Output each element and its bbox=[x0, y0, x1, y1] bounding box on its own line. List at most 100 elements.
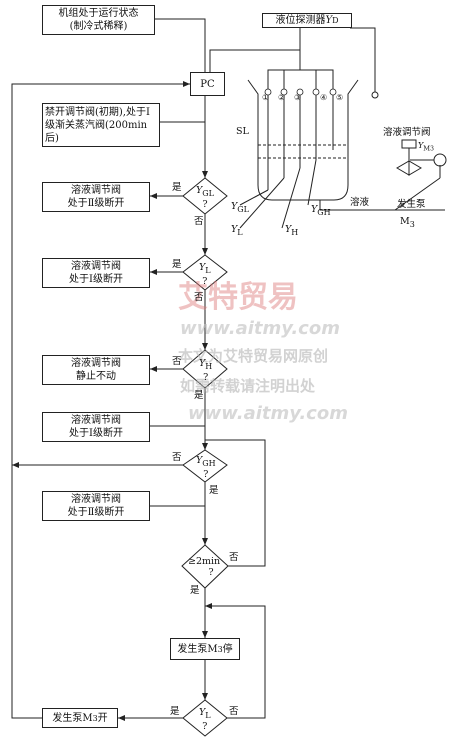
decision-d6-label: YL? bbox=[199, 707, 211, 732]
probe-label-1: ① bbox=[262, 93, 270, 102]
pump-start-tail: 开 bbox=[97, 712, 108, 724]
d6-no-label: 否 bbox=[229, 706, 239, 717]
d3-no-label: 否 bbox=[172, 356, 182, 367]
watermark-url2: www.aitmy.com bbox=[188, 403, 348, 424]
decision-d3 bbox=[182, 349, 228, 389]
pump-label: 发生泵 bbox=[397, 199, 426, 210]
action-box-5: 溶液调节阀 处于Ⅱ级断开 bbox=[42, 491, 150, 521]
pump-code-letter: M bbox=[400, 216, 410, 227]
d5-no-label: 否 bbox=[229, 552, 239, 563]
solution-label: 溶液 bbox=[350, 197, 370, 208]
d3-sub: H bbox=[205, 361, 213, 371]
d4-no-label: 否 bbox=[172, 452, 182, 463]
d6-q: ? bbox=[202, 720, 208, 732]
d1-no-label: 否 bbox=[194, 216, 204, 227]
d5-sym: ≥2min bbox=[188, 556, 221, 567]
decision-d2 bbox=[182, 254, 228, 291]
pump-stop-tail: 停 bbox=[222, 643, 233, 655]
watermark-line1: 本文为艾特贸易网原创 bbox=[178, 347, 329, 365]
probe-label-2: ② bbox=[278, 93, 286, 102]
pump-code: M3 bbox=[400, 216, 415, 230]
valve-label: 溶液调节阀 bbox=[383, 127, 431, 138]
d6-sub: L bbox=[205, 710, 211, 720]
d2-sym: Y bbox=[199, 262, 206, 273]
watermark-line2: 如需转载请注明出处 bbox=[180, 377, 316, 395]
connector-detector-pc bbox=[209, 28, 301, 72]
probe-label-5: ⑤ bbox=[336, 93, 344, 102]
pump-start-sub: 3 bbox=[92, 713, 98, 723]
pump-start-label: 发生泵M bbox=[52, 712, 93, 724]
d4-q: ? bbox=[203, 468, 209, 480]
decision-d5-label: ≥2min? bbox=[188, 556, 220, 578]
action-box-2: 溶液调节阀 处于Ⅰ级断开 bbox=[42, 258, 150, 288]
init-box: 禁开调节阀(初期),处于Ⅰ级渐关蒸汽阀(200min后) bbox=[42, 103, 160, 147]
d2-q: ? bbox=[202, 275, 208, 287]
decision-d1-label: YGL? bbox=[196, 185, 214, 210]
action-box-4: 溶液调节阀 处于Ⅰ级断开 bbox=[42, 412, 150, 442]
start-box: 机组处于运行状态 (制冷式稀释) bbox=[42, 5, 155, 35]
level-label-gh: YGH bbox=[311, 204, 331, 218]
connector-d5-no bbox=[205, 439, 266, 567]
sl-label: SL bbox=[236, 126, 249, 137]
detector-label: 液位探测器 bbox=[275, 15, 326, 26]
level-label-l: YL bbox=[231, 224, 243, 238]
connector-start-pc bbox=[155, 18, 206, 72]
watermark-brand: 艾特贸易 bbox=[178, 280, 298, 315]
level-h-sub: H bbox=[291, 227, 299, 237]
level-h-sym: Y bbox=[285, 224, 292, 235]
connector-return-loop bbox=[11, 83, 190, 719]
pump-code-sub: 3 bbox=[409, 219, 415, 229]
level-gl-sub: GL bbox=[237, 204, 249, 214]
level-gh-sym: Y bbox=[311, 204, 318, 215]
d3-sym: Y bbox=[199, 358, 206, 369]
probe-label-4: ④ bbox=[320, 93, 328, 102]
pc-box: PC bbox=[190, 72, 225, 96]
level-l-sub: L bbox=[237, 227, 243, 237]
pump-stop-label: 发生泵M bbox=[177, 643, 218, 655]
valve-symbol: YM3 bbox=[418, 140, 434, 155]
connector-d6-no bbox=[205, 605, 266, 719]
decision-d4-label: YGH? bbox=[196, 455, 216, 480]
valve-sub: M bbox=[423, 144, 431, 153]
decision-d5 bbox=[181, 544, 229, 589]
d4-yes-label: 是 bbox=[209, 485, 219, 496]
d5-yes-label: 是 bbox=[190, 585, 200, 596]
d2-no-label: 否 bbox=[194, 292, 204, 303]
valve-sub2: 3 bbox=[430, 145, 434, 153]
d5-q: ? bbox=[208, 567, 214, 578]
decision-d2-label: YL? bbox=[199, 262, 211, 287]
detector-sub: D bbox=[332, 16, 339, 25]
d1-q: ? bbox=[202, 198, 208, 210]
level-label-h: YH bbox=[285, 224, 298, 238]
level-label-gl: YGL bbox=[231, 201, 249, 215]
probe-label-3: ③ bbox=[294, 93, 302, 102]
action-box-3: 溶液调节阀 静止不动 bbox=[42, 355, 150, 385]
watermark-logo: 艾特贸易 bbox=[178, 272, 298, 316]
d1-yes-label: 是 bbox=[172, 182, 182, 193]
decision-d4 bbox=[182, 449, 228, 483]
valve-sym: Y bbox=[418, 141, 424, 150]
d4-sym: Y bbox=[196, 455, 203, 466]
decision-d1 bbox=[182, 177, 228, 215]
d3-yes-label: 是 bbox=[194, 390, 204, 401]
tank-diagram bbox=[239, 27, 447, 229]
d1-sub: GL bbox=[202, 188, 214, 198]
d2-yes-label: 是 bbox=[172, 259, 182, 270]
level-gh-sub: GH bbox=[317, 207, 331, 217]
d2-sub: L bbox=[205, 265, 211, 275]
d4-sub: GH bbox=[202, 458, 216, 468]
level-l-sym: Y bbox=[231, 224, 238, 235]
d6-yes-label: 是 bbox=[170, 706, 180, 717]
level-gl-sym: Y bbox=[231, 201, 238, 212]
decision-d6 bbox=[182, 699, 228, 737]
action-box-1: 溶液调节阀 处于Ⅱ级断开 bbox=[42, 182, 150, 212]
d3-q: ? bbox=[203, 371, 209, 383]
arrowheads bbox=[12, 81, 212, 721]
watermark-url: www.aitmy.com bbox=[180, 318, 340, 339]
decision-d3-label: YH? bbox=[199, 358, 212, 383]
d6-sym: Y bbox=[199, 707, 206, 718]
